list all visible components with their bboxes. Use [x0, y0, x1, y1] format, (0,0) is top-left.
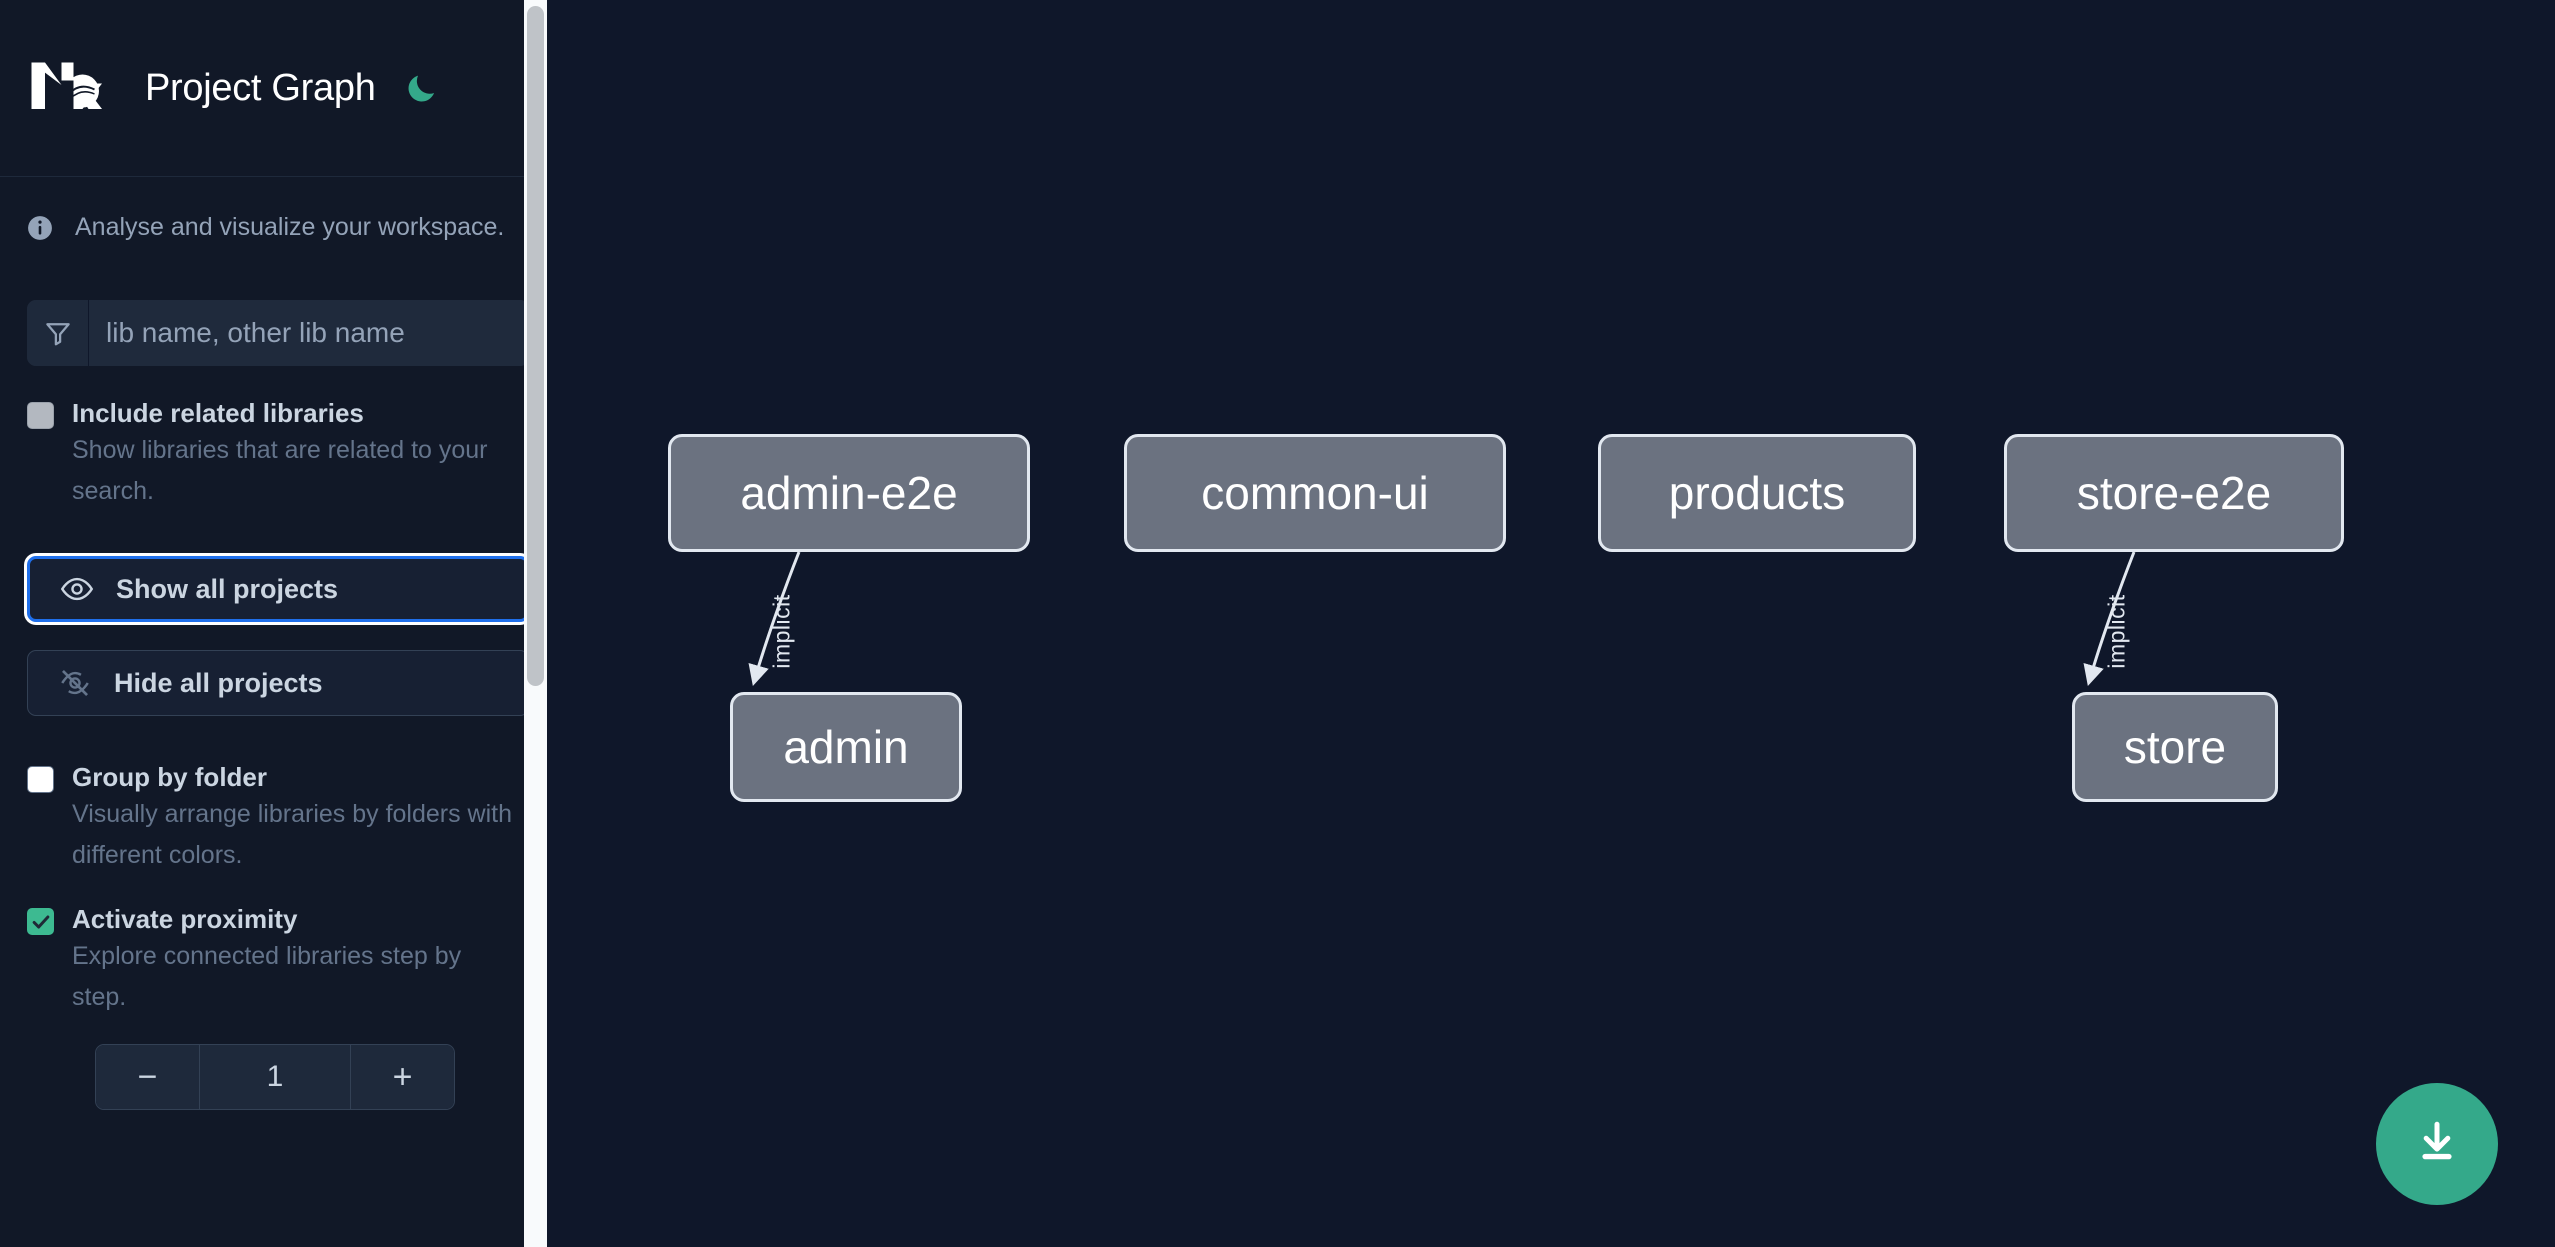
- proximity-stepper: − 1 +: [95, 1044, 455, 1110]
- hide-all-projects-label: Hide all projects: [114, 667, 323, 698]
- graph-node-label: products: [1668, 467, 1846, 519]
- graph-node-store-e2e[interactable]: store-e2e: [2004, 434, 2344, 552]
- show-all-projects-button[interactable]: Show all projects: [27, 556, 529, 622]
- funnel-icon: [27, 300, 89, 366]
- edge-label-admin-implicit: implicit: [768, 594, 795, 669]
- group-by-folder-checkbox[interactable]: [27, 766, 54, 793]
- graph-edges: [748, 551, 2136, 687]
- show-all-projects-label: Show all projects: [116, 573, 339, 604]
- proximity-decrement-button[interactable]: −: [96, 1045, 200, 1109]
- graph-node-label: common-ui: [1201, 467, 1429, 519]
- nx-logo-icon: [27, 57, 117, 119]
- sidebar-header: Project Graph: [0, 0, 556, 177]
- filter-row: [27, 300, 529, 366]
- eye-off-icon: [58, 666, 92, 700]
- include-related-libraries-label: Include related libraries: [72, 398, 364, 428]
- graph-canvas[interactable]: admin-e2e common-ui products store-e2e a…: [556, 0, 2555, 1247]
- page-title: Project Graph: [145, 66, 376, 109]
- moon-icon[interactable]: [402, 68, 442, 108]
- option-include-related-libraries[interactable]: Include related libraries Show libraries…: [27, 366, 529, 512]
- option-activate-proximity[interactable]: Activate proximity Explore connected lib…: [27, 876, 529, 1018]
- graph-node-admin-e2e[interactable]: admin-e2e: [668, 434, 1030, 552]
- proximity-value[interactable]: 1: [200, 1045, 350, 1109]
- graph-node-store[interactable]: store: [2072, 692, 2278, 802]
- edge-label-store-implicit: implicit: [2103, 594, 2130, 669]
- graph-node-label: store-e2e: [2076, 467, 2272, 519]
- group-by-folder-description: Visually arrange libraries by folders wi…: [72, 800, 513, 869]
- tagline-text: Analyse and visualize your workspace.: [75, 213, 505, 241]
- graph-node-common-ui[interactable]: common-ui: [1124, 434, 1506, 552]
- graph-node-label: store: [2123, 721, 2227, 773]
- include-related-libraries-description: Show libraries that are related to your …: [72, 436, 488, 505]
- graph-node-admin[interactable]: admin: [730, 692, 962, 802]
- sidebar-right-edge: [547, 0, 556, 1247]
- activate-proximity-label: Activate proximity: [72, 904, 298, 934]
- graph-node-products[interactable]: products: [1598, 434, 1916, 552]
- option-group-by-folder[interactable]: Group by folder Visually arrange librari…: [27, 716, 529, 876]
- search-input[interactable]: [89, 300, 529, 366]
- proximity-increment-button[interactable]: +: [350, 1045, 454, 1109]
- download-icon: [2412, 1117, 2462, 1172]
- graph-node-label: admin-e2e: [740, 467, 958, 519]
- sidebar-scrollbar-thumb[interactable]: [527, 6, 544, 686]
- graph-node-label: admin: [783, 721, 909, 773]
- tagline-row: Analyse and visualize your workspace.: [0, 177, 556, 242]
- download-button[interactable]: [2376, 1083, 2498, 1205]
- group-by-folder-label: Group by folder: [72, 762, 267, 792]
- activate-proximity-description: Explore connected libraries step by step…: [72, 942, 462, 1011]
- info-icon: [27, 215, 53, 241]
- include-related-libraries-checkbox[interactable]: [27, 402, 54, 429]
- hide-all-projects-button[interactable]: Hide all projects: [27, 650, 529, 716]
- activate-proximity-checkbox[interactable]: [27, 908, 54, 935]
- sidebar: Project Graph Analyse and visualize your…: [0, 0, 556, 1247]
- eye-icon: [60, 572, 94, 606]
